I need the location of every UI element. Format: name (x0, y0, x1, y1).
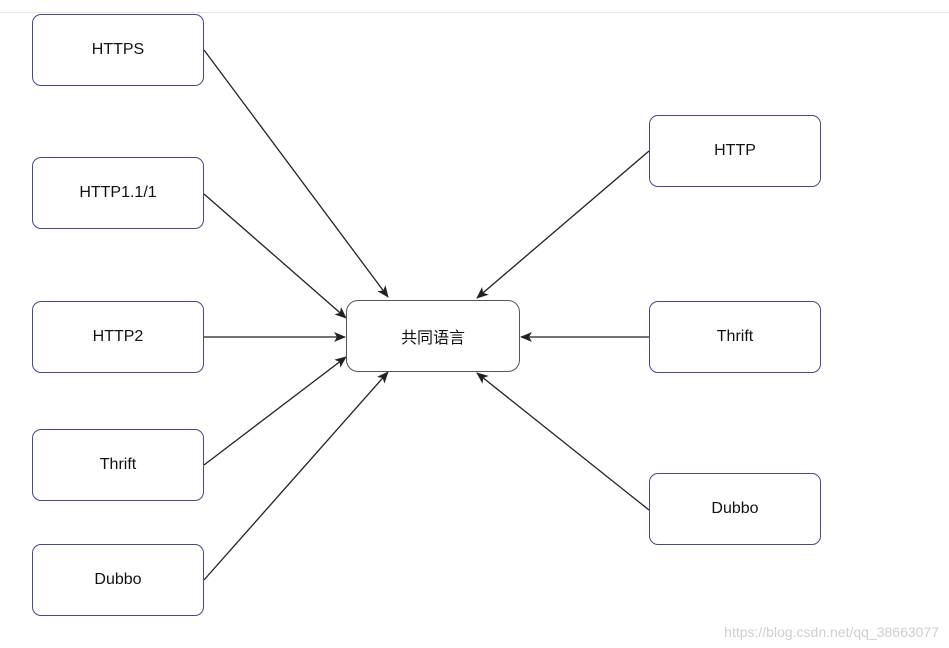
edge-http11 (203, 193, 347, 319)
node-dubbo-left: Dubbo (32, 544, 204, 616)
node-http-right: HTTP (649, 115, 821, 187)
node-thrift-right: Thrift (649, 301, 821, 373)
edge-http-right (476, 150, 650, 299)
node-dubbo-left-label: Dubbo (94, 571, 142, 588)
node-thrift-right-label: Thrift (716, 328, 754, 345)
node-dubbo-right: Dubbo (649, 473, 821, 545)
node-http-right-label: HTTP (714, 142, 756, 159)
node-https: HTTPS (32, 14, 204, 86)
node-thrift-left: Thrift (32, 429, 204, 501)
node-dubbo-right-label: Dubbo (711, 500, 759, 517)
node-common-language-label: 共同语言 (400, 330, 465, 347)
edge-https (203, 49, 389, 298)
node-https-label: HTTPS (91, 41, 145, 58)
node-http2: HTTP2 (32, 301, 204, 373)
edge-dubbo-right (476, 372, 650, 511)
node-http11: HTTP1.1/1 (32, 157, 204, 229)
top-divider (0, 12, 949, 13)
node-common-language: 共同语言 (346, 300, 520, 372)
edge-thrift-left (203, 356, 347, 466)
node-http11-label: HTTP1.1/1 (79, 184, 157, 201)
node-http2-label: HTTP2 (92, 328, 144, 345)
watermark-url: https://blog.csdn.net/qq_38663077 (724, 624, 939, 640)
edge-dubbo-left (203, 371, 389, 581)
node-thrift-left-label: Thrift (99, 456, 137, 473)
